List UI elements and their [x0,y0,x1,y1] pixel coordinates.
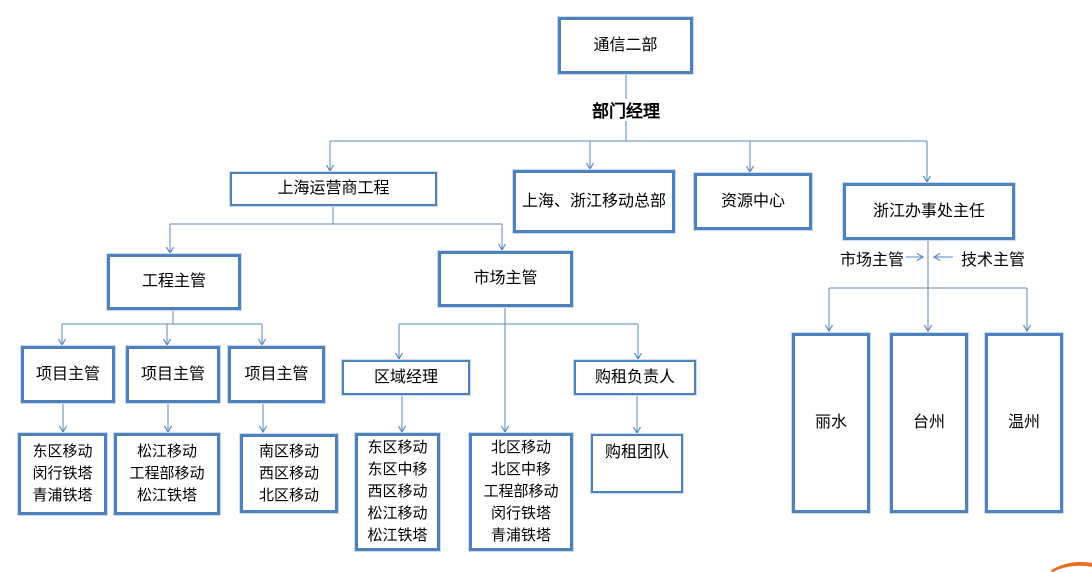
technical-supervisor-branch-label: 技术主管 [960,252,1025,269]
team-member-line: 闵行铁塔 [490,505,551,522]
orange-swoosh-decoration [1050,562,1092,572]
org-node-wenzhou: 温州 [985,333,1063,513]
org-node-team-region-b: 北区移动北区中移工程部移动闵行铁塔青浦铁塔 [469,433,573,551]
org-node-team-region-a: 东区移动东区中移西区移动松江移动松江铁塔 [355,433,440,551]
team-member-line: 松江移动 [367,505,428,522]
org-node-lishui: 丽水 [792,333,870,513]
team-member-line: 东区中移 [367,461,428,478]
org-node-resource-center: 资源中心 [694,173,812,230]
team-member-line: 北区移动 [490,439,551,456]
team-member-line: 东区移动 [32,443,93,460]
org-node-zhejiang-office-director: 浙江办事处主任 [843,183,1015,240]
org-node-team-songjiang: 松江移动工程部移动松江铁塔 [114,433,220,515]
team-member-line: 青浦铁塔 [32,487,93,504]
team-member-line: 松江移动 [136,443,197,460]
team-member-line: 西区移动 [367,483,428,500]
org-node-shanghai-operator-engineering: 上海运营商工程 [230,172,437,206]
org-node-project-supervisor-3: 项目主管 [228,346,325,403]
team-member-line: 青浦铁塔 [490,527,551,544]
department-manager-label: 部门经理 [592,101,660,121]
org-node-project-supervisor-2: 项目主管 [126,346,220,403]
org-node-team-east: 东区移动闵行铁塔青浦铁塔 [18,433,107,515]
org-node-taizhou: 台州 [890,333,968,513]
team-member-line: 西区移动 [258,464,319,482]
org-node-team-south-west-north: 南区移动西区移动北区移动 [240,434,338,513]
team-member-line: 工程部移动 [483,483,559,500]
team-member-line: 闵行铁塔 [32,465,93,482]
team-member-line: 东区移动 [367,439,428,456]
team-member-line: 北区中移 [490,461,551,478]
team-member-line: 松江铁塔 [136,487,197,504]
team-member-line: 北区移动 [258,486,319,504]
org-node-purchase-lease-lead: 购租负责人 [574,360,696,395]
org-node-region-manager: 区域经理 [342,360,470,395]
market-supervisor-branch-label: 市场主管 [839,252,904,269]
team-member-line: 松江铁塔 [367,527,428,544]
org-node-purchase-team: 购租团队 [591,434,683,493]
org-node-communications-dept-2: 通信二部 [558,17,693,74]
org-node-shanghai-zhejiang-mobile-hq: 上海、浙江移动总部 [513,170,675,233]
org-node-engineering-supervisor: 工程主管 [107,254,241,310]
team-member-line: 南区移动 [258,442,319,460]
team-member-line: 工程部移动 [129,465,205,482]
org-node-market-supervisor: 市场主管 [438,251,573,307]
org-node-project-supervisor-1: 项目主管 [21,346,115,403]
